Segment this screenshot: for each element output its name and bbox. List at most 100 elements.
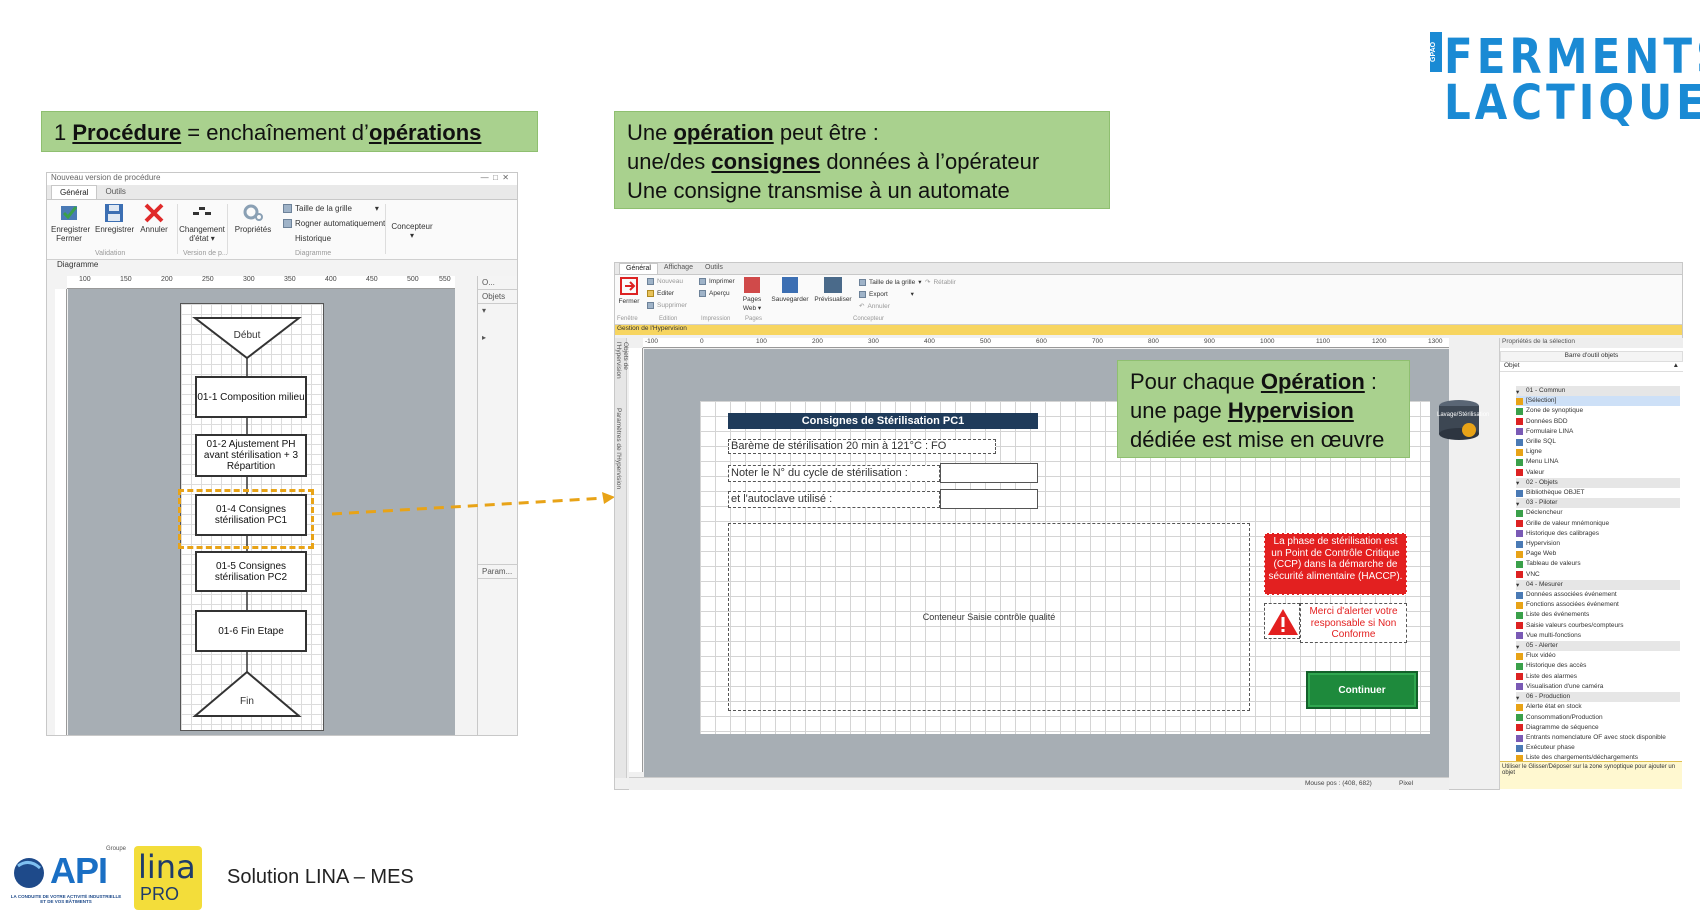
redo-button[interactable]: ↷Rétablir [925, 278, 956, 287]
window-titlebar: Nouveau version de procédure — □ ✕ [47, 173, 517, 185]
delete-button[interactable]: Supprimer [647, 302, 687, 309]
tree-item[interactable]: Diagramme de séquence [1516, 723, 1680, 733]
properties-title: Propriétés de la sélection [1500, 338, 1683, 348]
preview-button[interactable]: Prévisualiser [813, 277, 853, 304]
tab-tools[interactable]: Outils [105, 187, 126, 196]
tree-item[interactable]: Bibliothèque OBJET [1516, 488, 1680, 498]
object-icon [1516, 622, 1523, 630]
object-icon [1516, 550, 1523, 558]
tab-display[interactable]: Affichage [663, 264, 693, 271]
tree-item[interactable]: Zone de synoptique [1516, 406, 1680, 416]
tree-category[interactable]: ▾06 - Production [1516, 692, 1680, 703]
operations-word: opérations [368, 120, 482, 145]
auto-crop-button[interactable]: Rogner automatiquement [283, 219, 385, 228]
print-button[interactable]: Imprimer [699, 278, 735, 285]
tree-category[interactable]: ▾04 - Mesurer [1516, 579, 1680, 591]
tab-general[interactable]: Général [51, 185, 98, 199]
save-close-button[interactable]: Enregistrer Fermer [51, 203, 90, 243]
new-icon [647, 278, 654, 285]
objects-tab[interactable]: Objets [478, 290, 517, 304]
cancel-button[interactable]: Annuler [139, 203, 169, 234]
tree-item[interactable]: Consommation/Production [1516, 713, 1680, 723]
tree-item[interactable]: Tableau de valeurs [1516, 559, 1680, 569]
tree-item[interactable]: Liste des événements [1516, 610, 1680, 620]
web-pages-button[interactable]: Pages Web ▾ [739, 277, 765, 313]
close-button[interactable]: Fermer [617, 277, 641, 306]
tree-item[interactable]: Vue multi-fonctions [1516, 631, 1680, 641]
collapse-icon: ▾ [1516, 500, 1520, 508]
tree-item[interactable]: Liste des chargements/déchargements [1516, 753, 1680, 763]
tree-item[interactable]: Valeur [1516, 468, 1680, 478]
tree-item[interactable]: Visualisation d'une caméra [1516, 682, 1680, 692]
exit-icon [620, 277, 638, 295]
tab-tools[interactable]: Outils [704, 264, 723, 271]
tree-category[interactable]: ▾02 - Objets [1516, 477, 1680, 489]
tab-objects[interactable]: Objets de l'Hypervision [615, 342, 629, 379]
tree-item[interactable]: VNC [1516, 570, 1680, 580]
tree-category[interactable]: ▾03 - Piloter [1516, 498, 1680, 509]
tree-item[interactable]: Saisie valeurs courbes/compteurs [1516, 621, 1680, 631]
tree-item[interactable]: [Sélection] [1516, 396, 1680, 407]
quality-control-container[interactable]: Conteneur Saisie contrôle qualité [728, 523, 1250, 711]
gear-icon [242, 203, 264, 223]
properties-button[interactable]: Propriétés [233, 203, 273, 234]
flow-step[interactable]: 01-2 Ajustement PH avant stérilisation +… [195, 434, 307, 477]
vertical-tabs: Objets de l'Hypervision Paramètres de l'… [615, 338, 629, 778]
designer-button[interactable]: Concepteur▾ [391, 222, 433, 240]
tab-general[interactable]: Général [619, 263, 658, 274]
save-button[interactable]: Sauvegarder [771, 277, 809, 304]
tree-item[interactable]: Exécuteur phase [1516, 743, 1680, 753]
tree-item[interactable]: Données BDD [1516, 417, 1680, 427]
expand-icon[interactable]: ▾▸ [482, 306, 487, 342]
grid-size-button[interactable]: Taille de la grille ▾ [283, 204, 379, 213]
object-icon [1516, 591, 1523, 599]
flow-step[interactable]: 01-1 Composition milieu [195, 376, 307, 418]
tree-item[interactable]: Données associées événement [1516, 590, 1680, 600]
tree-category[interactable]: ▾01 - Commun [1516, 386, 1680, 397]
change-state-button[interactable]: Changement d'état ▾ [179, 203, 225, 243]
flow-step[interactable]: 01-6 Fin Etape [195, 610, 307, 652]
object-icon [1516, 438, 1523, 446]
tree-item[interactable]: Hypervision [1516, 539, 1680, 549]
tab-params[interactable]: Paramètres de l'Hypervision [615, 408, 622, 490]
flow-step[interactable]: 01-5 Consignes stérilisation PC2 [195, 551, 307, 592]
tree-item[interactable]: Liste des alarmes [1516, 672, 1680, 682]
undo-button[interactable]: ↶Annuler [859, 302, 890, 311]
database-icon[interactable]: Lavage/Stérilisation [1437, 398, 1489, 442]
object-icon [1516, 612, 1523, 620]
save-button[interactable]: Enregistrer [95, 203, 134, 234]
flow-start[interactable]: Début [233, 330, 261, 341]
tree-item[interactable]: Entrants nomenclature OF avec stock disp… [1516, 733, 1680, 743]
tree-category[interactable]: ▾05 - Alerter [1516, 641, 1680, 652]
tree-item[interactable]: Historique des calibrages [1516, 529, 1680, 539]
lina-pro-logo: lina PRO [134, 846, 202, 910]
flow-end[interactable]: Fin [240, 696, 254, 707]
continue-button[interactable]: Continuer [1306, 671, 1418, 709]
autoclave-input[interactable] [940, 489, 1038, 509]
tree-item[interactable]: Formulaire LINA [1516, 427, 1680, 437]
tree-item[interactable]: Fonctions associées événement [1516, 600, 1680, 610]
tree-item[interactable]: Grille SQL [1516, 437, 1680, 447]
history-button[interactable]: Historique [283, 234, 331, 243]
tree-item[interactable]: Alerte état en stock [1516, 702, 1680, 712]
tree-item[interactable]: Grille de valeur mnémonique [1516, 519, 1680, 529]
flow-step-selected[interactable]: 01-4 Consignes stérilisation PC1 [195, 494, 307, 536]
horizontal-ruler: 100 150 200 250 300 350 400 450 500 550 [67, 276, 455, 289]
tree-item[interactable]: Flux vidéo [1516, 651, 1680, 661]
window-controls[interactable]: — □ ✕ [480, 173, 509, 182]
crop-icon [283, 219, 292, 228]
export-button[interactable]: Export ▾ [859, 290, 914, 298]
tree-item[interactable]: Déclencheur [1516, 508, 1680, 518]
group-diagram: Diagramme [295, 250, 332, 257]
tree-item[interactable]: Ligne [1516, 447, 1680, 457]
tree-item[interactable]: Page Web [1516, 549, 1680, 559]
tree-item[interactable]: Historique des accès [1516, 661, 1680, 671]
tree-item[interactable]: Menu LINA [1516, 457, 1680, 467]
params-tab[interactable]: Param... [478, 564, 518, 579]
edit-button[interactable]: Editer [647, 290, 674, 297]
grid-size-button[interactable]: Taille de la grille ▾ [859, 278, 922, 286]
object-icon [1516, 632, 1523, 640]
new-button[interactable]: Nouveau [647, 278, 683, 285]
print-preview-button[interactable]: Aperçu [699, 290, 730, 297]
cycle-number-input[interactable] [940, 463, 1038, 483]
